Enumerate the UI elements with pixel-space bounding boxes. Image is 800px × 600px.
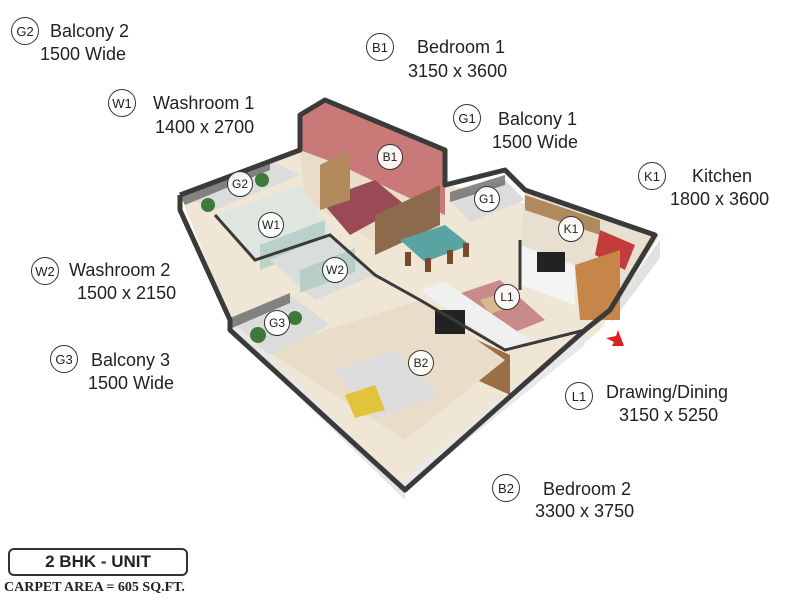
marker-g3: G3 bbox=[264, 310, 290, 336]
dining-chair-3 bbox=[447, 250, 453, 264]
legend-size: 1500 x 2150 bbox=[77, 283, 177, 303]
kitchen-door bbox=[575, 250, 620, 320]
marker-b2: B2 bbox=[408, 350, 434, 376]
partition-wall bbox=[420, 282, 530, 350]
legend-name: Balcony 2 bbox=[50, 21, 130, 41]
legend-size: 3300 x 3750 bbox=[535, 501, 635, 521]
entry-arrow bbox=[606, 330, 624, 346]
legend-size: 3150 x 3600 bbox=[408, 61, 508, 81]
legend-badge: B2 bbox=[492, 474, 520, 502]
balcony2-plant-2 bbox=[255, 173, 269, 187]
carpet-area: CARPET AREA = 605 SQ.FT. bbox=[4, 580, 185, 595]
legend-name: Kitchen bbox=[692, 166, 753, 186]
legend-badge: W2 bbox=[31, 257, 59, 285]
marker-b1: B1 bbox=[377, 144, 403, 170]
bedroom1-back-wall bbox=[300, 100, 445, 215]
legend-name: Balcony 1 bbox=[498, 109, 578, 129]
legend-size: 1500 Wide bbox=[40, 44, 127, 64]
legend-badge: K1 bbox=[638, 162, 666, 190]
legend-badge: G2 bbox=[11, 17, 39, 45]
balcony2-plant bbox=[201, 198, 215, 212]
legend-name: Balcony 3 bbox=[91, 350, 171, 370]
marker-g2: G2 bbox=[227, 171, 253, 197]
dining-chair-1 bbox=[405, 252, 411, 266]
marker-w2: W2 bbox=[322, 257, 348, 283]
legend-name: Drawing/Dining bbox=[606, 382, 729, 402]
dining-chair-4 bbox=[463, 243, 469, 257]
legend-badge: G1 bbox=[453, 104, 481, 132]
right-wall-face bbox=[610, 240, 660, 322]
outer-wall-top bbox=[177, 97, 658, 493]
marker-k1: K1 bbox=[558, 216, 584, 242]
legend-size: 1800 x 3600 bbox=[670, 189, 770, 209]
legend-badge: W1 bbox=[108, 89, 136, 117]
balcony3-rail bbox=[230, 293, 290, 328]
dining-table bbox=[400, 225, 470, 262]
balcony3-plant bbox=[250, 327, 266, 343]
marker-g1: G1 bbox=[474, 186, 500, 212]
legend-name: Washroom 1 bbox=[153, 93, 255, 113]
marker-l1: L1 bbox=[494, 284, 520, 310]
living-tv bbox=[537, 252, 565, 272]
legend-name: Washroom 2 bbox=[69, 260, 171, 280]
legend-badge: B1 bbox=[366, 33, 394, 61]
legend-badge: L1 bbox=[565, 382, 593, 410]
legend-name: Bedroom 2 bbox=[543, 479, 632, 499]
legend-badge: G3 bbox=[50, 345, 78, 373]
legend-name: Bedroom 1 bbox=[417, 37, 506, 57]
marker-w1: W1 bbox=[258, 212, 284, 238]
unit-type-box: 2 BHK - UNIT bbox=[8, 548, 188, 576]
bedroom2-tv bbox=[435, 310, 465, 334]
legend-size: 1500 Wide bbox=[492, 132, 579, 152]
dining-chair-2 bbox=[425, 258, 431, 272]
bedroom1-partition bbox=[375, 185, 440, 255]
bedroom2-pillows bbox=[345, 385, 385, 418]
legend-size: 1400 x 2700 bbox=[155, 117, 255, 137]
legend-size: 1500 Wide bbox=[88, 373, 175, 393]
legend-size: 3150 x 5250 bbox=[619, 405, 719, 425]
bedroom1-wardrobe bbox=[320, 150, 350, 210]
balcony3-plant-2 bbox=[288, 311, 302, 325]
inner-wall-lines bbox=[213, 214, 586, 352]
